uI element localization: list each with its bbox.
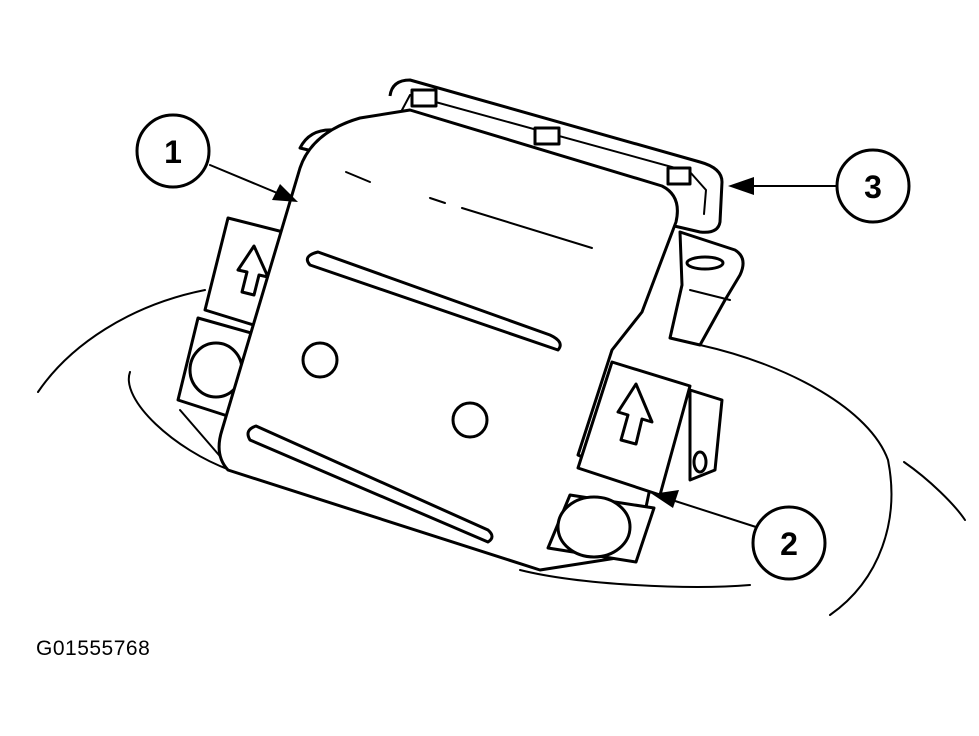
callout-2-arrowhead: [652, 490, 679, 508]
callout-1-label: 1: [164, 134, 182, 170]
callout-1-arrowhead: [272, 184, 298, 202]
callout-1: 1: [135, 113, 211, 189]
module-body: [217, 108, 679, 572]
callout-2-label: 2: [780, 526, 798, 562]
leader-lines: [209, 164, 839, 528]
figure-id: G01555768: [36, 637, 151, 660]
callout-3-arrowhead: [728, 177, 754, 195]
dashboard-surface: [37, 289, 966, 616]
callout-2: 2: [751, 505, 827, 581]
right-tab: [546, 360, 692, 564]
callout-3-label: 3: [864, 169, 882, 205]
callout-3: 3: [835, 148, 911, 224]
